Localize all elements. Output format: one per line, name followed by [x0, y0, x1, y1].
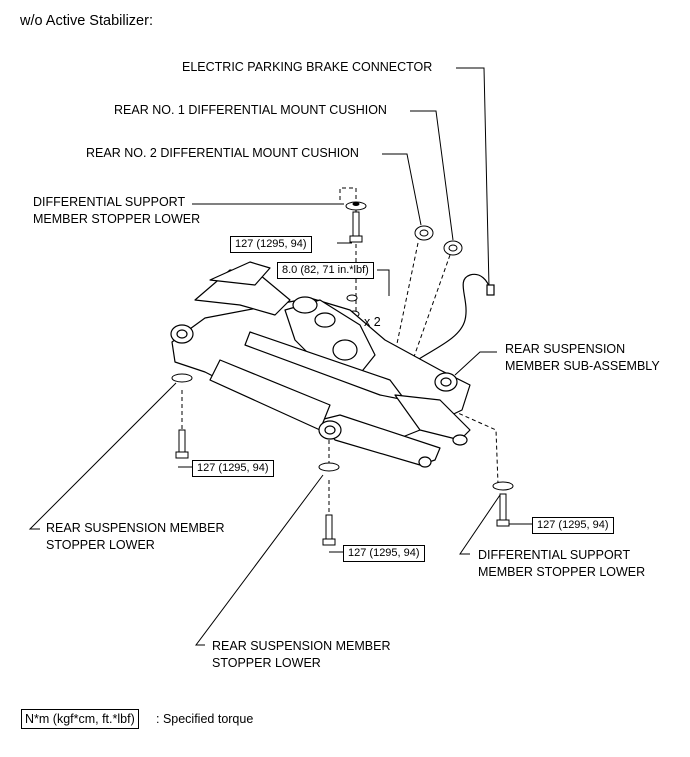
leader-rear-susp-stopper-bottom	[195, 474, 324, 646]
leader-rear-no2	[382, 153, 422, 226]
torque-box-4: 127 (1295, 94)	[343, 545, 425, 562]
diagram-title: w/o Active Stabilizer:	[20, 13, 153, 29]
label-rear-susp-stopper-left: REAR SUSPENSION MEMBER STOPPER LOWER	[46, 521, 225, 552]
label-diff-support-stopper-lower-right: DIFFERENTIAL SUPPORT MEMBER STOPPER LOWE…	[478, 548, 646, 579]
label-rear-susp-stopper-bottom: REAR SUSPENSION MEMBER STOPPER LOWER	[212, 639, 391, 670]
multiplier-label: x 2	[364, 315, 381, 329]
leader-rear-no1	[410, 110, 454, 241]
torque-box-5: 127 (1295, 94)	[532, 517, 614, 534]
label-rear-suspension-sub-assembly: REAR SUSPENSION MEMBER SUB-ASSEMBLY	[505, 342, 660, 373]
label-rear-no2-diff-mount-cushion: REAR NO. 2 DIFFERENTIAL MOUNT CUSHION	[86, 146, 359, 160]
torque-box-3: 127 (1295, 94)	[192, 460, 274, 477]
leader-rear-susp-stopper-left	[28, 382, 177, 530]
leader-diff-stopper-lower-right	[459, 494, 501, 555]
leader-epb-connector	[456, 67, 490, 288]
label-rear-no1-diff-mount-cushion: REAR NO. 1 DIFFERENTIAL MOUNT CUSHION	[114, 103, 387, 117]
torque-box-1: 127 (1295, 94)	[230, 236, 312, 253]
legend-unit-box: N*m (kgf*cm, ft.*lbf)	[21, 709, 139, 729]
legend-description: : Specified torque	[156, 712, 254, 726]
leader-rear-susp-sub	[454, 351, 497, 376]
torque-box-2: 8.0 (82, 71 in.*lbf)	[277, 262, 374, 279]
label-epb-connector: ELECTRIC PARKING BRAKE CONNECTOR	[182, 60, 433, 74]
label-diff-support-stopper-upper: DIFFERENTIAL SUPPORT MEMBER STOPPER LOWE…	[33, 195, 201, 226]
